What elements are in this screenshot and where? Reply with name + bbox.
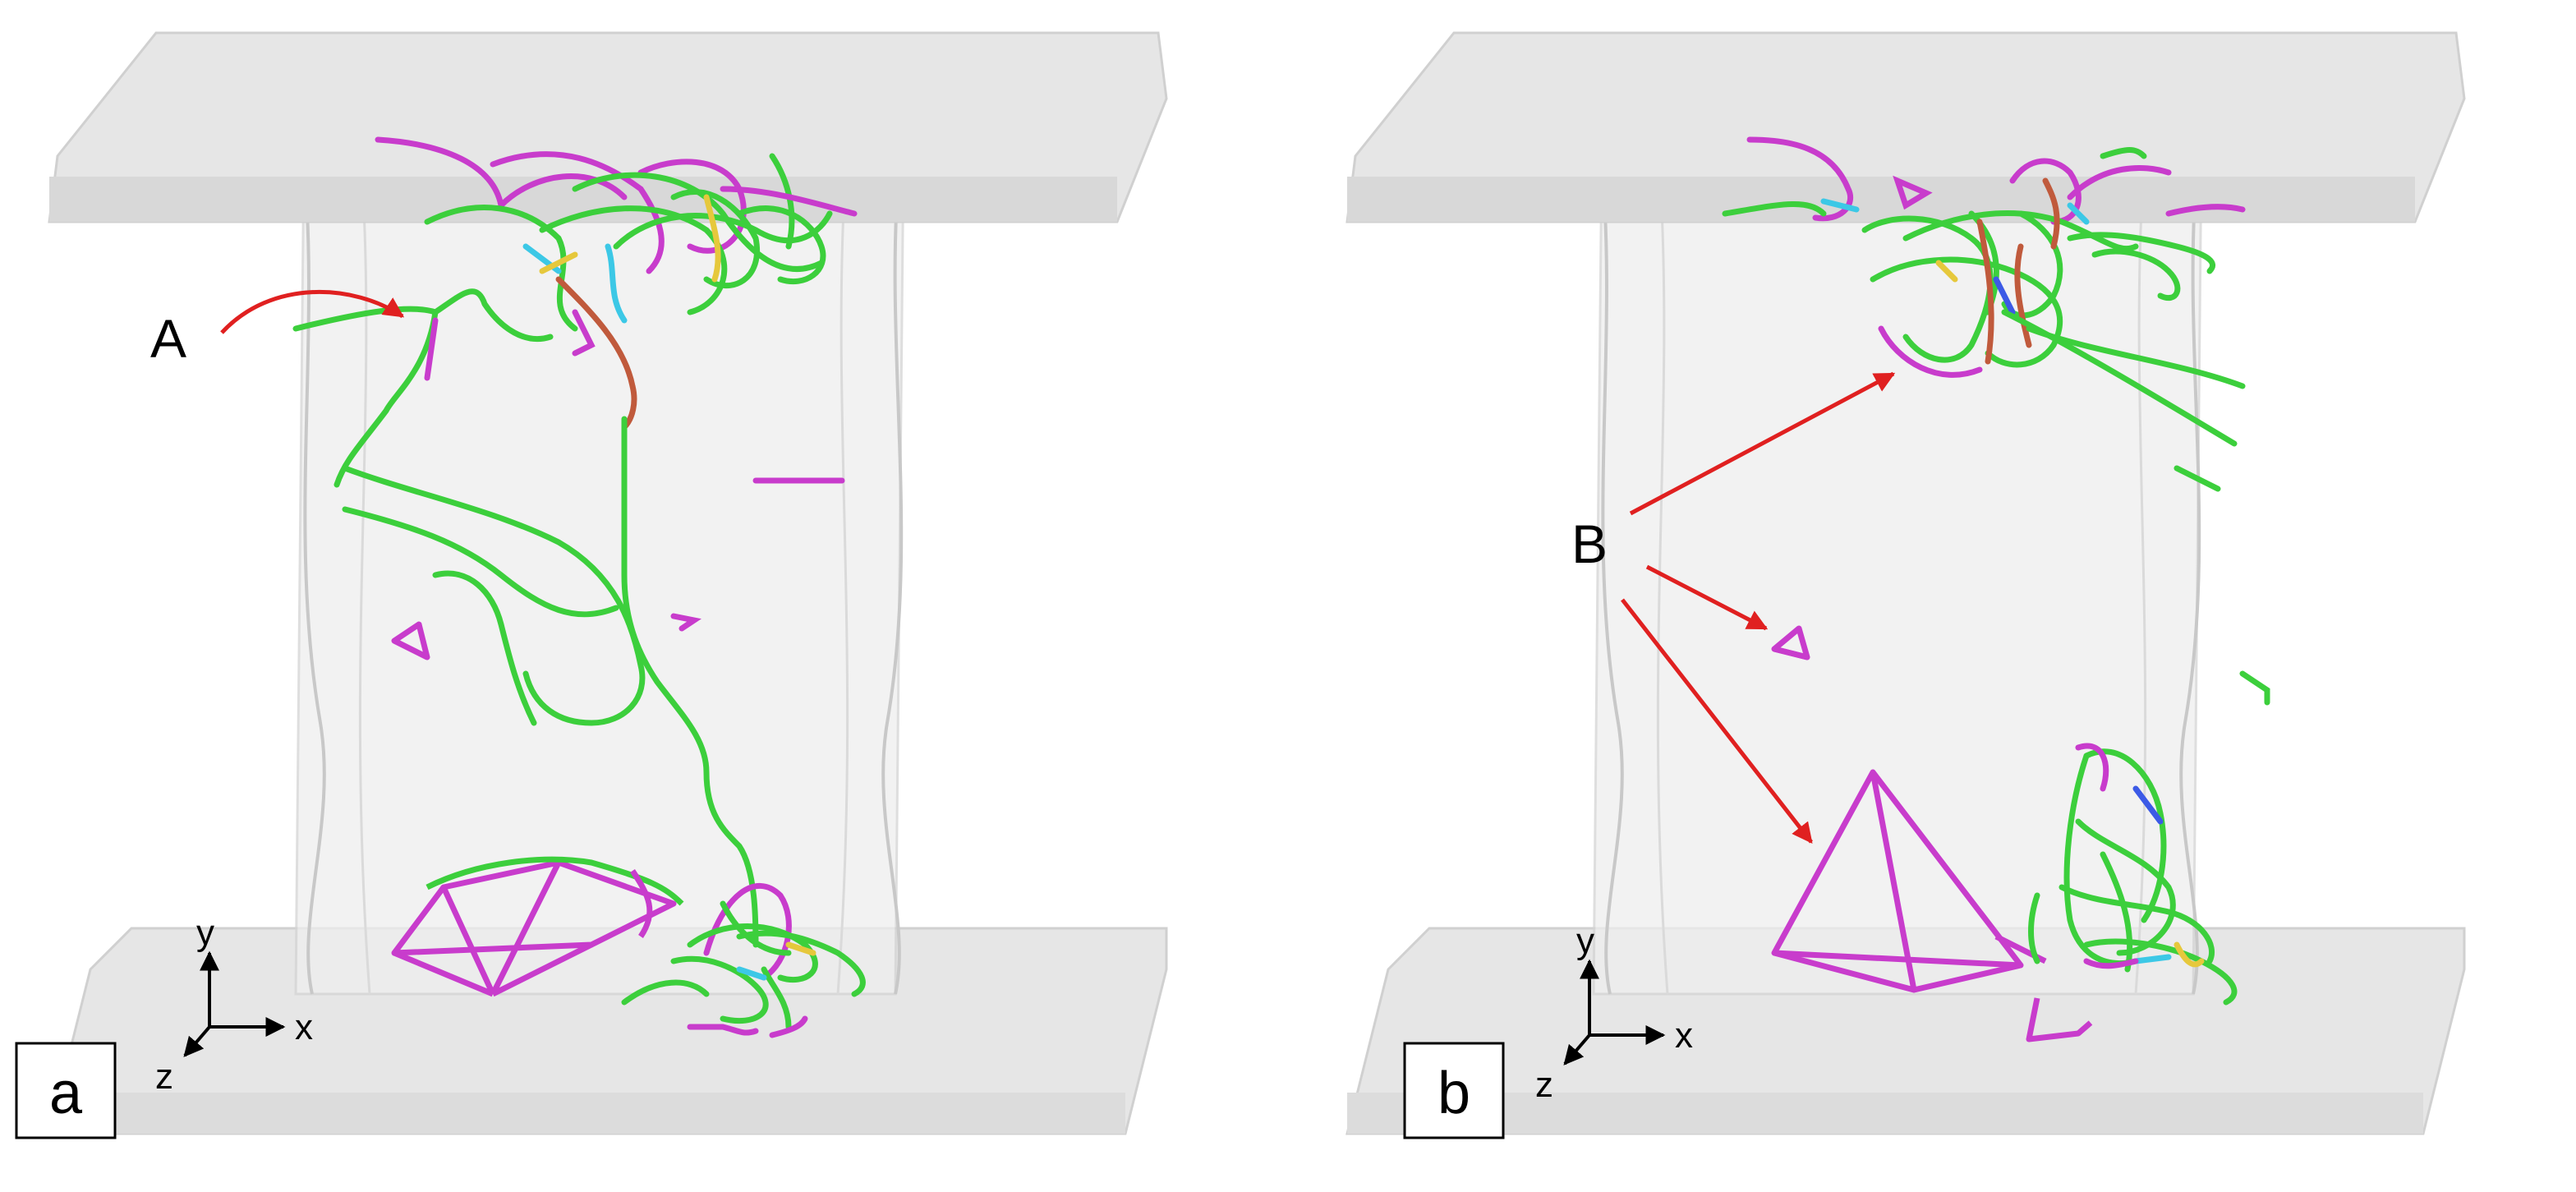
axes-triad-a (183, 950, 286, 1057)
panel-a: A y x z a (15, 31, 1168, 1139)
panel-label-box-a (15, 1042, 117, 1139)
axis-label-y-b: y (1576, 921, 1594, 961)
column-lines-a (292, 288, 845, 948)
axis-label-x-a: x (295, 1007, 313, 1047)
bottom-tangle-a (621, 883, 866, 1038)
panel-label-box-b (1403, 1042, 1505, 1139)
panel-label-b: b (1438, 1061, 1470, 1126)
panel-label-a: a (49, 1061, 83, 1126)
small-loop-a (391, 621, 430, 660)
annotation-label-b: B (1571, 513, 1608, 574)
bottom-pyramid-b (1771, 769, 2093, 1042)
axis-label-z-b: z (1535, 1065, 1553, 1105)
panel-b: B y x z b (1346, 31, 2466, 1139)
axis-label-z-a: z (155, 1056, 173, 1097)
small-loop-b (1771, 625, 1810, 660)
axis-label-x-b: x (1675, 1015, 1693, 1056)
annotation-label-a: A (150, 308, 186, 369)
bottom-cluster-b (2028, 743, 2238, 1006)
axes-triad-b (1563, 959, 1666, 1065)
annotation-arrow-a (220, 289, 405, 334)
bottom-pyramid-a (391, 856, 684, 997)
annotation-arrows-b (1621, 371, 1896, 844)
top-tangle-a (375, 136, 858, 430)
top-tangle-b (1722, 136, 2270, 706)
axis-label-y-a: y (196, 913, 214, 953)
